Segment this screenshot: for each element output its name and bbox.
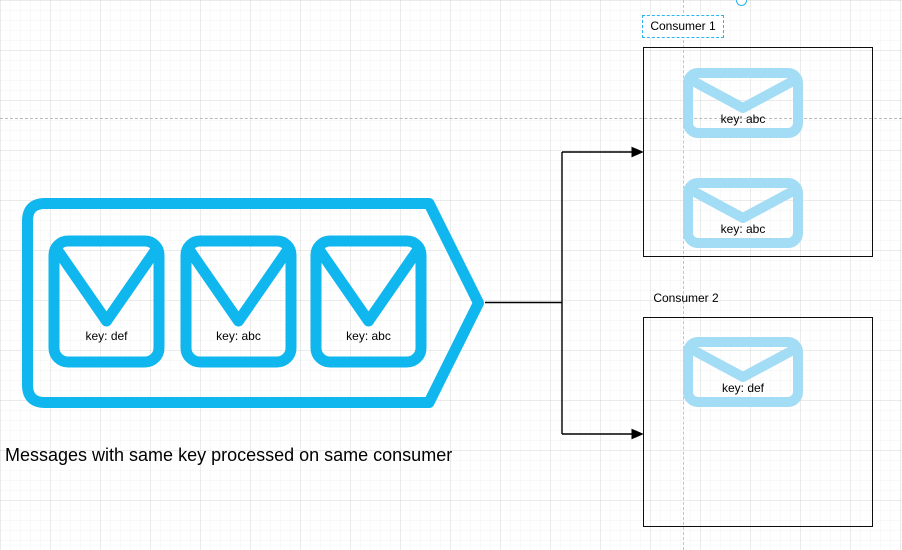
envelope-icon <box>683 337 803 407</box>
consumed-message-envelope[interactable]: key: abc <box>683 68 803 138</box>
envelope-icon <box>683 178 803 248</box>
consumer-2-title: Consumer 2 <box>653 290 719 305</box>
arrowhead-consumer-1-icon <box>631 146 644 158</box>
message-key-label: key: abc <box>720 112 766 126</box>
envelope-icon <box>683 68 803 138</box>
connector-topic-junction[interactable] <box>485 152 563 434</box>
consumer-2-label[interactable]: Consumer 2 <box>645 290 727 306</box>
envelope-icon <box>310 235 427 368</box>
message-envelope[interactable]: key: abc <box>310 235 427 368</box>
consumed-message-envelope[interactable]: key: abc <box>683 178 803 248</box>
envelope-icon <box>48 235 165 368</box>
message-envelope[interactable]: key: abc <box>180 235 297 368</box>
message-envelope[interactable]: key: def <box>48 235 165 368</box>
envelope-icon <box>180 235 297 368</box>
message-key-label: key: abc <box>346 329 391 343</box>
caption-text[interactable]: Messages with same key processed on same… <box>5 445 453 465</box>
page-guide-vertical <box>683 0 684 550</box>
topic-arrow-shape[interactable] <box>22 198 484 408</box>
message-key-label: key: def <box>721 381 765 395</box>
consumer-2-box[interactable] <box>643 317 873 527</box>
message-key-label: key: def <box>85 329 128 343</box>
message-key-label: key: abc <box>216 329 261 343</box>
consumer-1-box[interactable] <box>643 47 873 257</box>
page-guide-horizontal <box>0 118 902 119</box>
consumer-1-title: Consumer 1 <box>650 19 716 33</box>
consumed-message-envelope[interactable]: key: def <box>683 337 803 407</box>
message-key-label: key: abc <box>720 222 766 236</box>
consumer-1-label[interactable]: Consumer 1 <box>642 15 724 38</box>
arrowhead-consumer-2-icon <box>631 428 644 440</box>
